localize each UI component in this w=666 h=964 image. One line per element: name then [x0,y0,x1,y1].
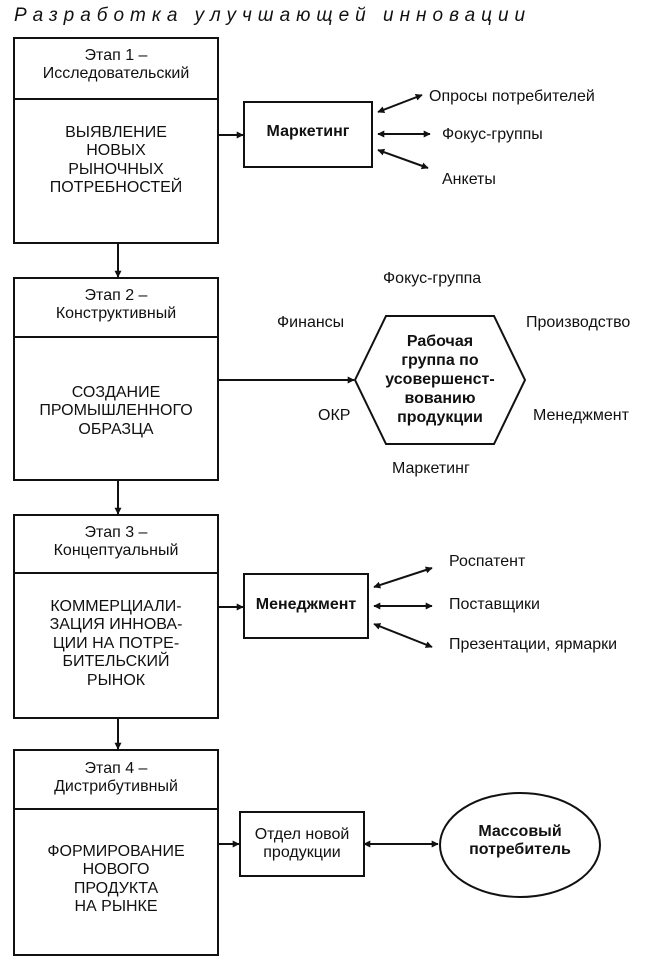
stage-4-desc-line: НА РЫНКЕ [74,898,158,916]
mass-consumer-label-line: потребитель [469,841,571,859]
management-item-suppliers: Поставщики [449,596,540,613]
management-label: Менеджмент [255,596,357,613]
wg-focus-group-label: Фокус-группа [383,270,482,287]
stage-4-number: Этап 4 – [84,760,148,777]
new-product-dept-label: Отдел новой продукции [240,826,364,863]
stage-4-description: ФОРМИРОВАНИЕ НОВОГО ПРОДУКТА НА РЫНКЕ [14,843,218,917]
stage-3-desc-line: РЫНОК [86,671,146,689]
stage-3-number: Этап 3 – [84,524,148,541]
wg-finance-label: Финансы [277,314,345,331]
stage-2-name: Конструктивный [55,305,177,323]
marketing-item-questionnaires: Анкеты [442,171,496,188]
stage-1-desc-line: НОВЫХ [86,142,146,160]
marketing-label: Маркетинг [266,123,350,140]
working-group-label-line: усовершенст- [385,371,495,388]
stage-4-header: Этап 4 – Дистрибутивный [14,760,218,797]
marketing-box [243,101,373,168]
stage-3-desc-line: БИТЕЛЬСКИЙ [62,653,170,671]
stage-1-box [13,37,219,244]
stage-1-desc-line: РЫНОЧНЫХ [68,160,164,178]
stage-3-description: КОММЕРЦИАЛИ- ЗАЦИЯ ИННОВА- ЦИИ НА ПОТРЕ-… [14,598,218,690]
stage-1-desc-line: ПОТРЕБНОСТЕЙ [49,179,183,197]
stage-3-box [13,514,219,719]
stage-1-desc-line: ВЫЯВЛЕНИЕ [65,124,167,141]
management-item-presentations: Презентации, ярмарки [449,636,618,653]
marketing-item-focus-groups: Фокус-группы [442,126,543,143]
arrow-marketing-consumer-surveys [377,94,423,113]
stage-1-header: Этап 1 – Исследовательский [14,47,218,84]
management-box [243,573,369,639]
stage-2-desc-line: СОЗДАНИЕ [71,384,161,401]
working-group-label-line: продукции [397,409,483,426]
wg-production-label: Производство [526,314,631,331]
stage-1-name: Исследовательский [42,65,190,83]
new-product-dept-label-line: продукции [263,844,341,862]
working-group-label-line: группа по [401,352,479,369]
stage-3-header: Этап 3 – Концептуальный [14,524,218,561]
stage-3-desc-line: КОММЕРЦИАЛИ- [50,598,182,615]
mass-consumer-ellipse [439,792,601,898]
stage-4-box [13,749,219,956]
wg-management-label: Менеджмент [533,407,629,424]
working-group-label-line: вованию [404,390,476,407]
stage-2-number: Этап 2 – [84,287,148,304]
stage-3-desc-line: ЦИИ НА ПОТРЕ- [52,634,180,652]
stage-1-description: ВЫЯВЛЕНИЕ НОВЫХ РЫНОЧНЫХ ПОТРЕБНОСТЕЙ [14,124,218,198]
working-group-hexagon [353,315,527,445]
arrow-management-rospatent [373,566,433,589]
mass-consumer-label-line: Массовый [478,823,562,840]
wg-rnd-label: ОКР [318,407,351,424]
stage-2-header: Этап 2 – Конструктивный [14,287,218,324]
stage-2-description: СОЗДАНИЕ ПРОМЫШЛЕННОГО ОБРАЗЦА [14,384,218,439]
management-item-rospatent: Роспатент [449,553,526,570]
stage-4-desc-line: ПРОДУКТА [73,879,159,897]
diagram-title: Разработка улучшающей инновации [14,5,532,26]
arrow-management-presentations [373,623,433,648]
wg-marketing-label: Маркетинг [392,460,470,477]
working-group-label-line: Рабочая [406,333,474,350]
stage-1-number: Этап 1 – [84,47,148,64]
stage-2-desc-line: ПРОМЫШЛЕННОГО [39,402,193,420]
stage-2-desc-line: ОБРАЗЦА [78,420,154,438]
mass-consumer-label: Массовый потребитель [440,823,600,860]
marketing-item-consumer-surveys: Опросы потребителей [429,88,595,105]
arrow-marketing-questionnaires [377,148,429,170]
working-group-label: Рабочая группа по усовершенст- вованию п… [360,332,520,427]
stage-3-name: Концептуальный [53,542,179,560]
stage-4-name: Дистрибутивный [54,778,178,796]
stage-3-desc-line: ЗАЦИЯ ИННОВА- [49,616,183,634]
new-product-dept-label-line: Отдел новой [254,826,350,843]
stage-4-desc-line: НОВОГО [82,861,150,879]
stage-4-desc-line: ФОРМИРОВАНИЕ [47,843,185,860]
